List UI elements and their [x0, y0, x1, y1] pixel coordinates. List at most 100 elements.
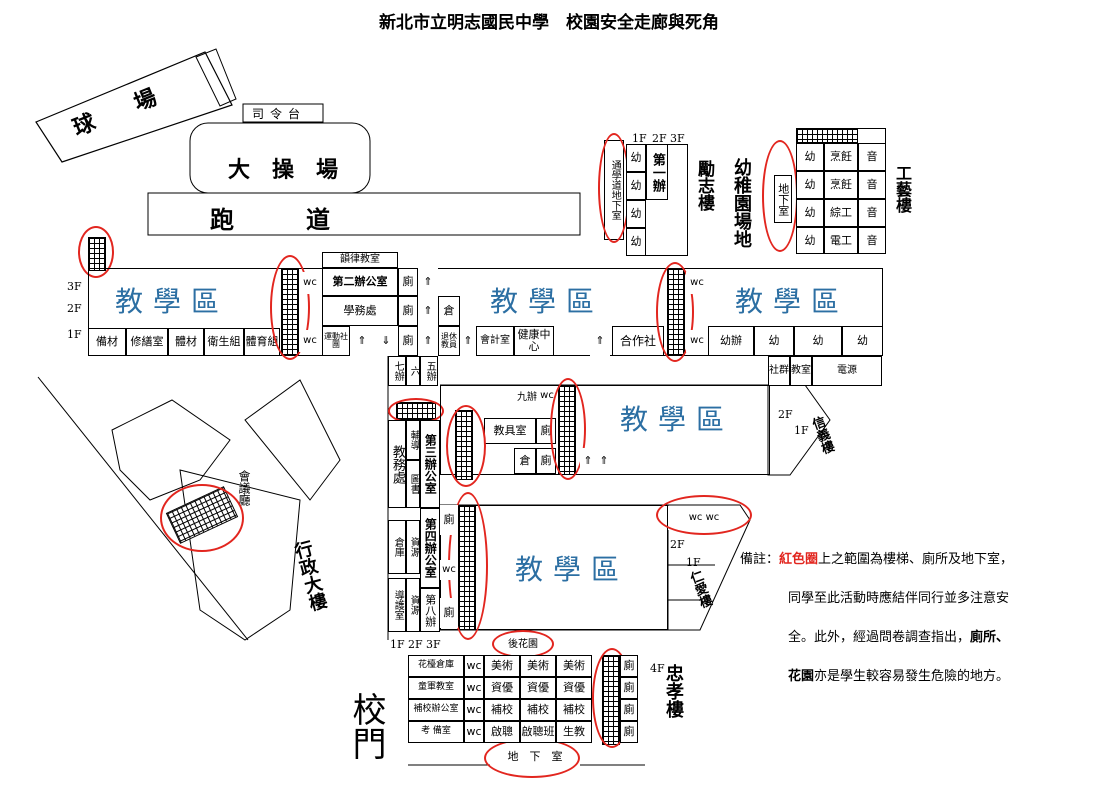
resource-room: 資源 [406, 578, 420, 632]
roof-grid [796, 128, 858, 143]
music-room: 音 [858, 227, 886, 254]
lizhi-label: 勵志樓 [694, 160, 714, 211]
wc-label: wc [686, 330, 708, 352]
room-cell: 啟聰班 [520, 721, 556, 743]
counsel-room: 輔導 [406, 420, 420, 460]
danger-ring [550, 378, 586, 480]
room-cell: 廁 [620, 655, 638, 677]
kinder-room: 幼 [796, 171, 824, 199]
floor-label: 4F [650, 662, 665, 675]
track-label: 跑 道 [210, 205, 330, 234]
floor-label: 1F [632, 132, 647, 145]
wc-label: wc [440, 560, 458, 580]
kinder-room: 幼 [626, 228, 646, 256]
floor-label-3f: 3F [67, 280, 82, 293]
wc-label: wc [686, 272, 708, 294]
room-cell: 補校 [484, 699, 520, 721]
wood-room: 綜工 [824, 199, 858, 227]
office-8: 第八辦 [420, 588, 440, 632]
arrow-up: ⇑ [590, 326, 610, 356]
room-cell: 美術 [556, 655, 592, 677]
stage-label: 司令台 [252, 107, 307, 121]
floor-label: 3F [426, 638, 441, 651]
music-room: 音 [858, 171, 886, 199]
ball-field-outline [35, 51, 233, 163]
floor-label: 2F [652, 132, 667, 145]
note-bold: 花園 [788, 669, 815, 684]
power-room: 電源 [812, 356, 882, 386]
toilet: 廁 [398, 326, 418, 356]
danger-ring [656, 262, 694, 362]
kinder-room: 幼 [794, 326, 842, 356]
retire-room: 退休教員 [438, 326, 460, 356]
library-room: 圖書 [406, 460, 420, 508]
kinder-room: 幼 [796, 199, 824, 227]
floor-label: 1F [390, 638, 405, 651]
zone-label-teaching: 教學區 [115, 285, 230, 318]
office-2: 第二辦公室 [322, 268, 398, 296]
stage-outline [242, 103, 324, 123]
arrow-up: ⇑ [460, 326, 476, 356]
toilet: 廁 [440, 598, 458, 628]
room-cell: wc [464, 699, 484, 721]
meeting-hall: 會議廳 [237, 470, 251, 506]
floor-label: 2F [778, 408, 793, 421]
kinder-field-label: 幼稚園場地 [731, 158, 752, 248]
zone-label-teaching: 教學區 [490, 285, 605, 318]
room-cell: 備材 [88, 328, 126, 356]
legend-note: 備註：紅色圈上之範圍為樓梯、廁所及地下室， 同學至此活動時應結伴同行並多注意安 … [740, 540, 1070, 696]
floor-label: 2F [408, 638, 423, 651]
cooking-room: 烹飪 [824, 143, 858, 171]
coop: 合作社 [612, 326, 664, 356]
kinder-room: 幼 [796, 143, 824, 171]
kinder-room: 幼 [626, 172, 646, 200]
music-room: 音 [858, 143, 886, 171]
zone-label-teaching: 教學區 [735, 285, 850, 318]
note-line: 同學至此活動時應結伴同行並多注意安 [788, 591, 1010, 606]
room-cell: wc [464, 721, 484, 743]
room-cell: 補校 [556, 699, 592, 721]
room-cell: 廁 [620, 721, 638, 743]
rhythm-room: 韻律教室 [322, 252, 398, 268]
toilet: 廁 [398, 268, 418, 296]
note-text: 全。此外，經過問卷調查指出， [788, 630, 971, 645]
office-3: 第三辦公室 [420, 420, 440, 508]
arrow-up: ⇑ [580, 448, 596, 474]
room-cell: 美術 [520, 655, 556, 677]
danger-ring [160, 484, 244, 552]
danger-ring [762, 140, 798, 252]
page-title: 新北市立明志國民中學 校園安全走廊與死角 [379, 13, 719, 33]
zhongxiao-label: 忠孝樓 [663, 664, 684, 718]
danger-ring [484, 738, 580, 778]
room-cell: 資優 [520, 677, 556, 699]
warehouse: 倉庫 [388, 520, 406, 574]
floor-label-1f: 1F [67, 328, 82, 341]
sports-club: 運動社團 [322, 326, 350, 356]
office-1: 第一辦 [646, 144, 668, 200]
note-line: 備註：紅色圈上之範圍為樓梯、廁所及地下室， [740, 540, 1070, 579]
office-4: 第四辦公室 [420, 508, 440, 588]
floor-label: 3F [670, 132, 685, 145]
room-cell: 生教 [556, 721, 592, 743]
floor-label: 2F [670, 538, 685, 551]
danger-ring [270, 255, 310, 360]
teacher-room: 教具室 [484, 418, 536, 444]
wc-label: wc [299, 330, 321, 352]
elec-room: 電工 [824, 227, 858, 254]
zone-label-teaching: 教學區 [515, 553, 630, 586]
toilet: 廁 [398, 296, 418, 326]
room-cell: 美術 [484, 655, 520, 677]
storage: 倉 [514, 448, 536, 474]
room-cell: 啟聰 [484, 721, 520, 743]
danger-ring [78, 226, 114, 278]
road-line [37, 376, 249, 641]
room-cell: 修繕室 [126, 328, 168, 356]
school-gate-label: 校門 [346, 692, 386, 760]
room-cell: 衛生組 [204, 328, 244, 356]
kinder-room: 幼 [626, 200, 646, 228]
wc-label: wc [299, 272, 321, 294]
toilet: 廁 [440, 505, 458, 535]
ball-field-stand [195, 48, 237, 107]
office-9: 九辦 [512, 388, 542, 408]
room-cell: wc [464, 677, 484, 699]
